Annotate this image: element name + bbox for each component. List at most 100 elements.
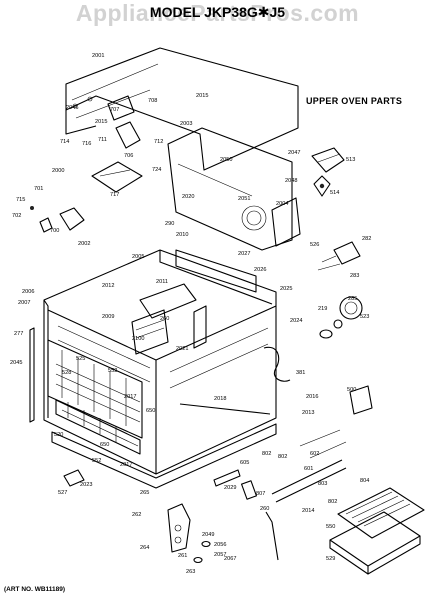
part-label-2023: 2023 [80,482,92,488]
latch-mechanism [30,95,143,233]
part-label-602: 602 [310,451,319,457]
part-label-2013: 2013 [302,410,314,416]
part-label-2003: 2003 [180,121,192,127]
part-label-2002: 2002 [78,241,90,247]
part-label-2017: 2017 [124,394,136,400]
bottom-trim [51,423,277,489]
part-label-707: 707 [110,107,119,113]
part-label-552: 552 [92,458,101,464]
part-label-2012: 2012 [102,283,114,289]
part-label-2005: 2005 [132,254,144,260]
part-label-381: 381 [296,370,305,376]
oven-lamp-assembly [319,296,363,339]
part-label-263: 263 [186,569,195,575]
part-label-2067: 2067 [224,556,236,562]
part-label-2021: 2021 [176,346,188,352]
part-label-711: 711 [98,137,107,143]
part-label-706: 706 [124,153,133,159]
part-label-283: 283 [350,273,359,279]
part-label-708: 708 [148,98,157,104]
part-label-717: 717 [110,192,119,198]
part-label-2001: 2001 [92,53,104,59]
part-label-802: 802 [328,499,337,505]
part-label-2026: 2026 [254,267,266,273]
part-label-2009: 2009 [102,314,114,320]
part-label-2048: 2048 [285,178,297,184]
part-label-2015: 2015 [196,93,208,99]
door-hinge-parts [63,469,257,564]
part-label-701: 701 [34,186,43,192]
part-label-260: 260 [260,506,269,512]
part-label-2000: 2000 [52,168,64,174]
part-label-650: 650 [146,408,155,414]
part-label-264: 264 [140,545,149,551]
oven-door-and-racks [29,327,143,455]
part-label-2015: 2015 [95,119,107,125]
watermark-text: AppliancePartsPros.com [75,0,360,26]
part-label-2020: 2020 [182,194,194,200]
part-label-261: 261 [178,553,187,559]
part-label-2047: 2047 [288,150,300,156]
part-label-714: 714 [60,139,69,145]
part-label-2057: 2057 [214,552,226,558]
part-label-2010: 2010 [176,232,188,238]
part-label-2024: 2024 [290,318,302,324]
part-label-804: 804 [360,478,369,484]
part-label-803: 803 [318,481,327,487]
part-label-265: 265 [140,490,149,496]
part-label-807: 807 [256,491,265,497]
part-label-260: 260 [160,316,169,322]
part-label-2006: 2006 [22,289,34,295]
part-label-2027: 2027 [238,251,250,257]
back-panel [167,127,293,251]
part-label-527: 527 [58,490,67,496]
part-label-525: 525 [76,356,85,362]
part-label-2056: 2056 [214,542,226,548]
part-label-802: 802 [278,454,287,460]
oven-sensor [179,346,291,415]
part-label-700: 700 [50,228,59,234]
part-label-2046: 2046 [66,105,78,111]
section-title: UPPER OVEN PARTS [306,96,403,106]
part-label-513: 513 [346,157,355,163]
broiler-pan [329,487,425,575]
part-label-605: 605 [240,460,249,466]
part-label-520: 520 [54,432,63,438]
oven-cavity-frame [43,249,277,475]
fan-motor-assembly [311,147,345,197]
top-cover-panel [65,47,299,171]
part-label-702: 702 [12,213,21,219]
part-label-716: 716 [82,141,91,147]
part-label-523: 523 [360,314,369,320]
part-label-724: 724 [152,167,161,173]
part-label-2051: 2051 [238,196,250,202]
model-title: MODEL JKP38G✱J5 [149,4,286,20]
part-label-712: 712 [154,139,163,145]
part-label-529: 529 [326,556,335,562]
part-label-528: 528 [62,370,71,376]
part-label-2017: 2017 [120,462,132,468]
part-label-277: 277 [14,331,23,337]
part-label-500: 500 [347,387,356,393]
part-label-290: 290 [165,221,174,227]
part-label-2014: 2014 [302,508,314,514]
vent-plate [271,197,301,247]
part-label-285: 285 [348,296,357,302]
part-label-802: 802 [262,451,271,457]
part-label-526: 526 [310,242,319,248]
part-label-219: 219 [318,306,327,312]
part-label-2025: 2025 [280,286,292,292]
part-label-2049: 2049 [202,532,214,538]
part-label-2050: 2050 [220,157,232,163]
part-label-2016: 2016 [306,394,318,400]
part-label-262: 262 [132,512,141,518]
part-label-715: 715 [16,197,25,203]
part-label-2004: 2004 [276,201,288,207]
part-label-2018: 2018 [214,396,226,402]
art-number: (ART NO. WB11189) [4,586,66,593]
part-label-514: 514 [330,190,339,196]
part-label-2100: 2100 [132,336,144,342]
broil-element-assembly [265,385,373,561]
part-label-2045: 2045 [10,360,22,366]
